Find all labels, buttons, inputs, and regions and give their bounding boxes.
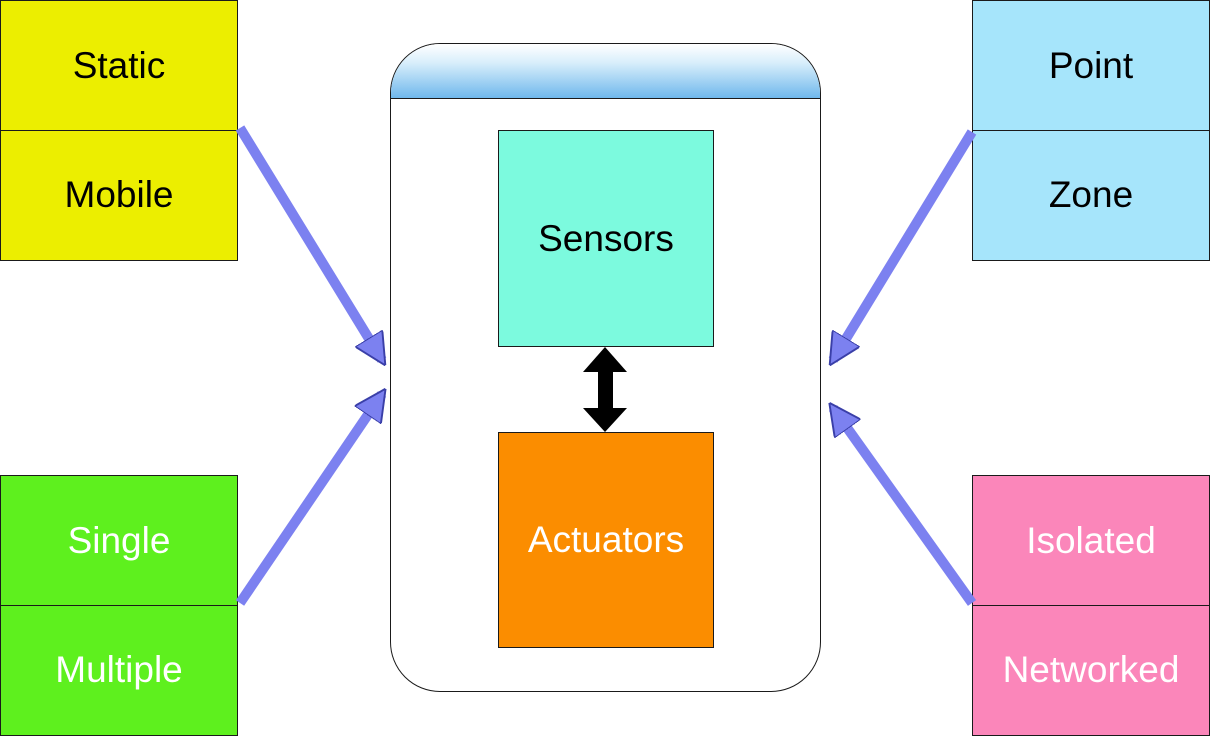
count-options: Single Multiple (0, 475, 238, 736)
actuators-box: Actuators (498, 432, 714, 648)
option-point: Point (1048, 44, 1134, 86)
option-single: Single (67, 519, 171, 561)
sensors-label: Sensors (538, 217, 674, 259)
actuators-label: Actuators (527, 519, 685, 560)
option-mobile: Mobile (1, 130, 237, 259)
sensors-box: Sensors (498, 130, 714, 347)
arrow-connectivity (833, 408, 977, 606)
option-multiple: Multiple (1, 605, 237, 734)
connectivity-options: Isolated Networked (972, 475, 1210, 736)
device-cap (391, 44, 820, 99)
option-static: Static (72, 44, 166, 86)
arrow-scope (833, 129, 977, 360)
bidirectional-arrow (583, 347, 627, 432)
arrow-count (235, 394, 382, 606)
scope-options: Point Zone (972, 0, 1210, 261)
arrow-mobility (235, 125, 382, 360)
option-isolated: Isolated (1026, 519, 1156, 561)
option-zone: Zone (973, 130, 1209, 259)
option-networked: Networked (973, 605, 1209, 734)
mobility-options: Static Mobile (0, 0, 238, 261)
